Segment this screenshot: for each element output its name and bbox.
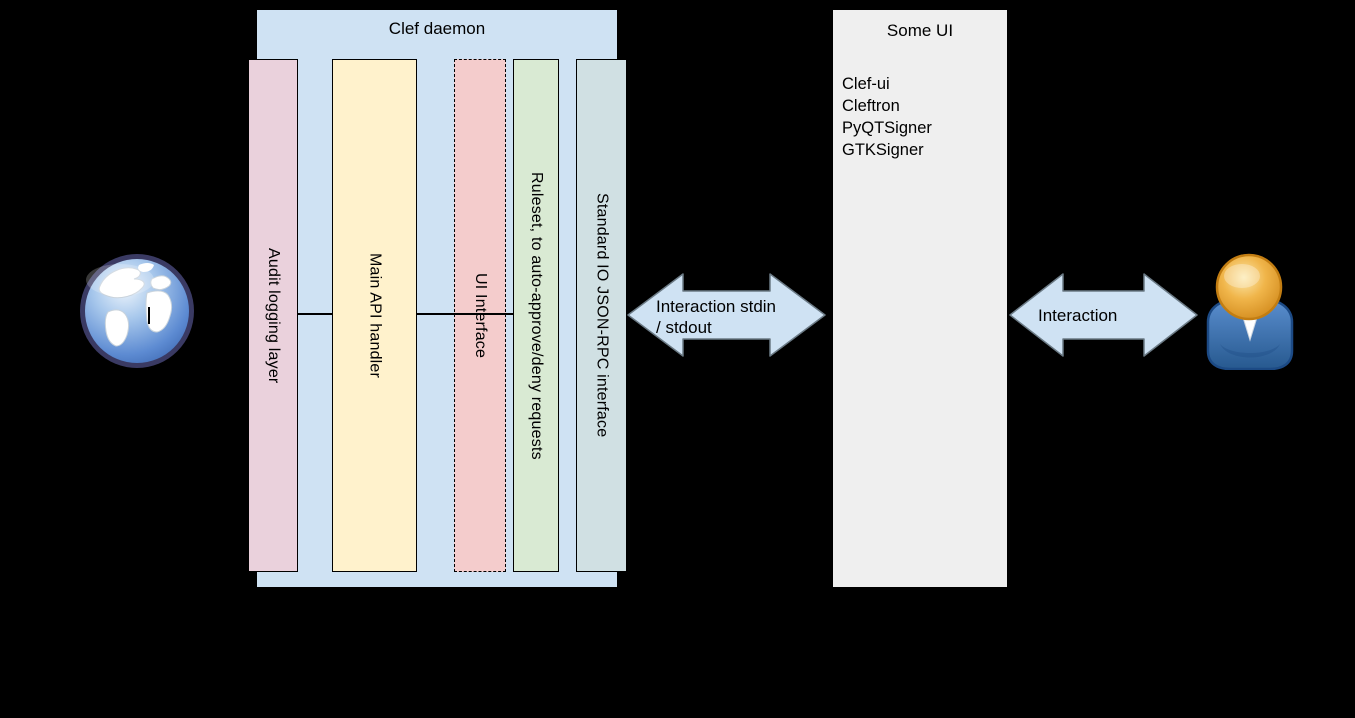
stdio-interaction-label: Interaction stdin / stdout — [656, 296, 776, 338]
person-icon — [1200, 252, 1300, 371]
list-item: Cleftron — [842, 97, 900, 115]
layer-audit-logging-label: Audit logging layer — [265, 247, 282, 384]
connector-line-audit-api — [298, 313, 332, 315]
some-ui-title: Some UI — [886, 21, 954, 40]
globe-icon — [72, 252, 202, 372]
list-item: PyQTSigner — [842, 119, 932, 137]
clef-daemon-box — [256, 9, 618, 588]
user-interaction-arrow-icon — [1009, 273, 1198, 357]
layer-stdio-json-rpc-label: Standard IO JSON-RPC interface — [593, 193, 611, 438]
stdio-interaction-label-line2: / stdout — [656, 318, 712, 337]
some-ui-box: Some UI Clef-ui Cleftron PyQTSigner GTKS… — [833, 10, 1007, 587]
stdio-interaction-arrow-icon — [627, 273, 826, 357]
stdio-interaction-label-line1: Interaction stdin — [656, 297, 777, 316]
clef-daemon-title: Clef daemon — [388, 19, 486, 38]
layer-ui-interface: UI Interface — [454, 59, 506, 572]
layer-ruleset-label: Ruleset, to auto-approve/deny requests — [528, 171, 545, 460]
layer-main-api-handler: Main API handler — [332, 59, 417, 572]
user-interaction-label: Interaction — [1038, 306, 1118, 325]
list-item: Clef-ui — [842, 75, 890, 93]
list-item: GTKSigner — [842, 141, 924, 159]
layer-ui-interface-label: UI Interface — [472, 272, 489, 359]
layer-main-api-handler-label: Main API handler — [366, 252, 384, 379]
layer-ruleset: Ruleset, to auto-approve/deny requests — [513, 59, 559, 572]
layer-audit-logging: Audit logging layer — [248, 59, 298, 572]
globe-connector-tick — [148, 307, 150, 324]
some-ui-list: Clef-ui Cleftron PyQTSigner GTKSigner — [842, 73, 932, 161]
layer-stdio-json-rpc: Standard IO JSON-RPC interface — [576, 59, 627, 572]
connector-line-api-ruleset — [417, 313, 513, 315]
